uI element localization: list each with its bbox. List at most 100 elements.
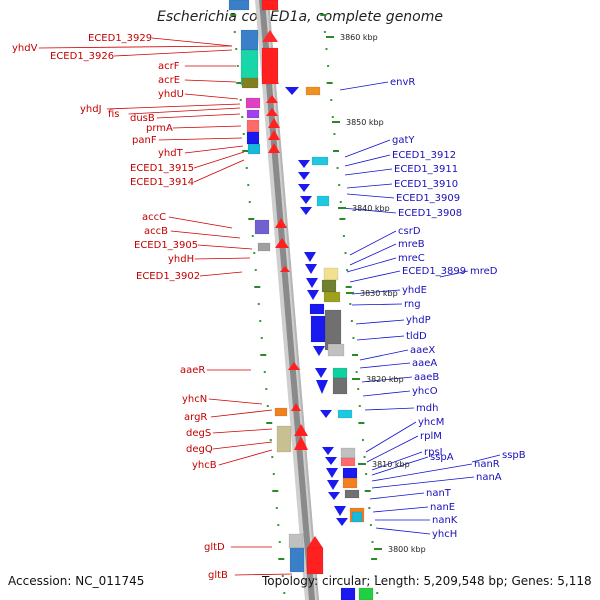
tick-right	[364, 490, 371, 492]
gene-label-right: nanR	[474, 459, 500, 470]
map-title: Escherichia coli ED1a, complete genome	[157, 9, 443, 25]
tick-left	[269, 439, 272, 441]
tick-right	[368, 507, 371, 509]
gene-label-right: ECED1_3910	[394, 179, 458, 190]
tick-right	[365, 473, 368, 475]
gene-arrow-reverse	[322, 447, 334, 455]
topology-text: Topology: circular; Length: 5,209,548 bp…	[262, 574, 592, 588]
gene-arrow-reverse	[298, 172, 310, 180]
leader-line-right	[439, 270, 469, 278]
tick-right	[345, 286, 352, 288]
gene-label-left: yhcB	[192, 460, 217, 471]
kbp-marker: 3850 kbp	[346, 118, 384, 127]
leader-line-right	[346, 183, 393, 189]
tick-left	[236, 82, 243, 84]
gene-label-right: yhdP	[406, 315, 431, 326]
kbp-marker: 3840 kbp	[352, 204, 390, 213]
gene-arrow-forward	[280, 266, 290, 272]
gene-label-left: ECED1_3926	[50, 51, 114, 62]
gene-label-left: acrE	[158, 75, 180, 86]
leader-line-right	[344, 154, 391, 167]
gene-block	[340, 457, 356, 467]
gene-label-right: yhcH	[432, 529, 457, 540]
gene-arrow-reverse	[320, 410, 332, 418]
tick-right	[376, 592, 379, 594]
tick-right	[358, 422, 365, 424]
leader-line-right	[371, 476, 475, 489]
tick-left	[278, 541, 281, 543]
tick-left	[277, 524, 280, 526]
gene-arrow-forward	[275, 218, 287, 228]
leader-line-right	[356, 335, 405, 341]
leader-line-right	[346, 193, 395, 199]
gene-label-right: mreC	[398, 253, 425, 264]
leader-line-right	[372, 506, 429, 513]
gene-label-left: degS	[186, 428, 211, 439]
leader-line-right	[349, 230, 397, 256]
kbp-marker: 3820 kbp	[366, 375, 404, 384]
leader-line-right	[339, 81, 389, 91]
gene-arrow-reverse	[285, 87, 299, 95]
gene-label-right: yhcO	[412, 386, 438, 397]
gene-label-right: mdh	[416, 403, 438, 414]
gene-block	[340, 587, 356, 600]
gene-label-left: degQ	[186, 444, 213, 455]
leader-line-left	[197, 244, 253, 250]
gene-label-right: ECED1_3899	[402, 266, 466, 277]
leader-line-left	[158, 137, 243, 141]
tick-right	[325, 48, 328, 50]
kbp-marker: 3810 kbp	[372, 460, 410, 469]
kbp-tick	[326, 36, 334, 38]
gene-arrow-reverse	[328, 492, 340, 500]
leader-line-left	[199, 271, 243, 277]
tick-left	[260, 354, 267, 356]
tick-right	[369, 524, 372, 526]
gene-arrow-forward	[266, 108, 278, 116]
gene-label-left: yhdU	[158, 89, 184, 100]
tick-left	[242, 150, 249, 152]
tick-right	[355, 371, 358, 373]
gene-arrow-reverse	[298, 184, 310, 192]
leader-line-right	[366, 435, 419, 463]
gene-label-right: aaeX	[410, 345, 435, 356]
gene-block	[240, 29, 259, 51]
leader-line-left	[210, 409, 273, 418]
leader-line-right	[471, 454, 501, 463]
gene-block	[342, 467, 358, 479]
leader-line-right	[359, 362, 411, 369]
gene-label-right: ECED1_3911	[394, 164, 458, 175]
gene-arrow-forward	[265, 72, 279, 84]
gene-label-left: argR	[184, 412, 207, 423]
tick-left	[235, 48, 238, 50]
gene-block	[261, 0, 279, 11]
tick-right	[339, 201, 342, 203]
gene-block	[351, 511, 363, 523]
gene-arrow-forward	[294, 424, 308, 436]
gene-arrow-reverse	[336, 518, 348, 526]
kbp-tick	[346, 292, 354, 294]
gene-label-right: ECED1_3912	[392, 150, 456, 161]
leader-line-right	[375, 527, 431, 535]
tick-left	[272, 473, 275, 475]
gene-label-right: rpsI	[424, 447, 443, 458]
gene-label-right: gatY	[392, 135, 415, 146]
gene-label-left: yhdH	[168, 254, 194, 265]
tick-right	[363, 456, 366, 458]
gene-label-left: gltD	[204, 542, 225, 553]
gene-block	[310, 315, 326, 343]
kbp-tick	[374, 548, 382, 550]
tick-right	[320, 14, 327, 16]
kbp-tick	[352, 378, 360, 380]
tick-left	[254, 269, 257, 271]
tick-right	[339, 218, 346, 220]
gene-arrow-reverse	[334, 506, 346, 516]
tick-right	[352, 337, 355, 339]
leader-line-right	[359, 349, 409, 361]
tick-right	[333, 150, 339, 152]
gene-label-right: aaeB	[414, 372, 439, 383]
gene-arrow-forward	[307, 536, 323, 548]
tick-left	[245, 167, 248, 169]
tick-right	[331, 116, 334, 118]
